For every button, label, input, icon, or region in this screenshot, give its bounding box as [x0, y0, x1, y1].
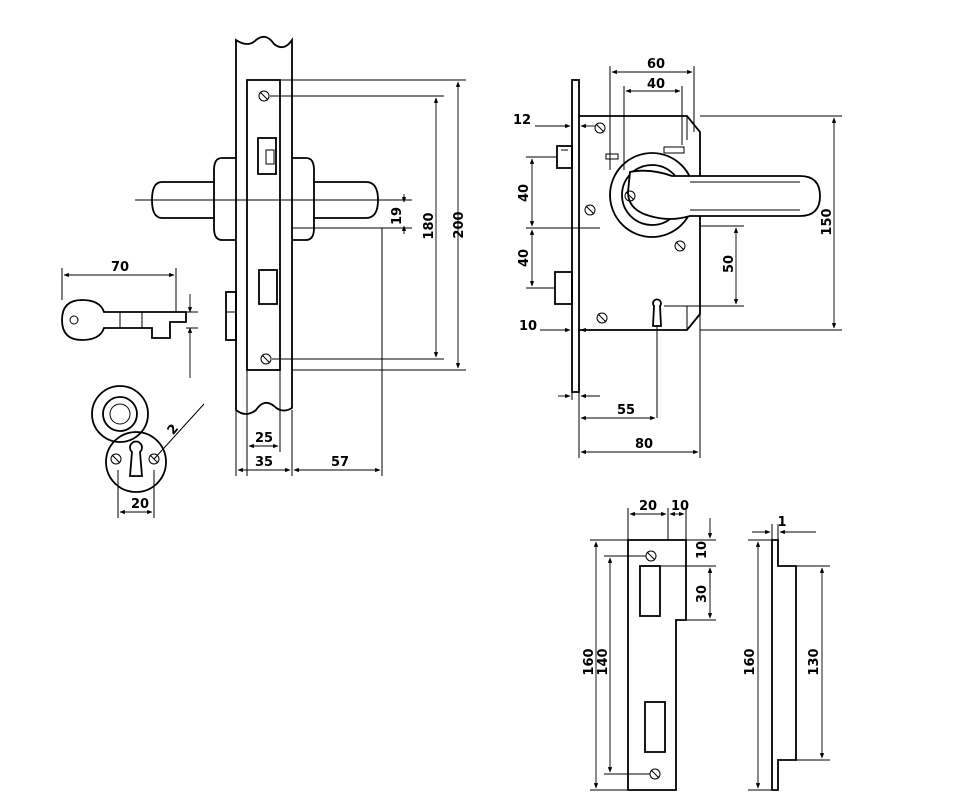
thumbturn-block [225, 291, 237, 341]
screw-icon [584, 204, 596, 216]
dim-70: 70 [111, 260, 129, 275]
latch-bolt [265, 149, 275, 165]
dim-12: 12 [513, 113, 531, 128]
rose-left [213, 157, 236, 241]
dim-25: 25 [255, 431, 273, 446]
cylinder-rose [105, 431, 167, 493]
dim-2: 2 [165, 421, 182, 438]
dim-50: 50 [722, 255, 737, 273]
dim-10-side: 10 [519, 319, 537, 334]
escutcheon-view: 20 2 [91, 385, 205, 518]
key-icon [61, 299, 187, 341]
side-keyhole-icon [652, 298, 662, 327]
screw-icon [260, 353, 272, 365]
dim-19: 19 [390, 207, 405, 225]
dim-150: 150 [820, 208, 835, 235]
dim-40-top: 40 [647, 77, 665, 92]
dim-55: 55 [617, 403, 635, 418]
dim-140: 140 [596, 648, 611, 675]
screw-icon [258, 90, 270, 102]
strike-plate-side: 1 160 130 [743, 515, 830, 791]
dim-10-strike: 10 [695, 541, 710, 559]
dim-30: 30 [695, 585, 710, 603]
screw-icon [674, 240, 686, 252]
dim-20-strike: 20 [639, 499, 657, 514]
door-edge [235, 35, 293, 415]
lock-case [579, 115, 701, 331]
dim-130: 130 [807, 648, 822, 675]
strike-side-profile [771, 539, 797, 791]
strike-plate-front: 20 10 10 30 160 140 [582, 499, 716, 791]
deadbolt-window [258, 269, 278, 305]
screw-icon [110, 453, 122, 465]
dim-60: 60 [647, 57, 665, 72]
dim-160-side: 160 [743, 648, 758, 675]
side-view: 60 40 12 40 40 10 50 150 55 [513, 57, 842, 458]
front-view: 200 180 19 25 35 57 [135, 35, 467, 476]
key-view: 70 [61, 260, 198, 378]
side-latch [556, 145, 573, 169]
dim-40-latch: 40 [517, 184, 532, 202]
lever-handle [627, 169, 821, 220]
side-deadbolt [554, 271, 573, 305]
dim-57: 57 [331, 455, 349, 470]
screw-icon [596, 312, 608, 324]
rose-right [292, 157, 315, 241]
faceplate [246, 79, 281, 371]
strike-slot-bottom [644, 701, 666, 753]
turn-rose [91, 385, 149, 443]
dim-40-bolt: 40 [517, 249, 532, 267]
dim-200: 200 [452, 211, 467, 238]
screw-icon [594, 122, 606, 134]
latch-window [257, 137, 277, 175]
dim-80: 80 [635, 437, 653, 452]
dim-20-escutcheon: 20 [131, 497, 149, 512]
dim-1: 1 [777, 515, 786, 530]
dim-10-strike-top: 10 [671, 499, 689, 514]
dim-180: 180 [422, 212, 437, 239]
dim-160-strike: 160 [582, 648, 597, 675]
strike-slot-top [639, 565, 661, 617]
dim-35: 35 [255, 455, 273, 470]
side-faceplate [571, 79, 580, 393]
keyhole-icon [129, 440, 143, 477]
